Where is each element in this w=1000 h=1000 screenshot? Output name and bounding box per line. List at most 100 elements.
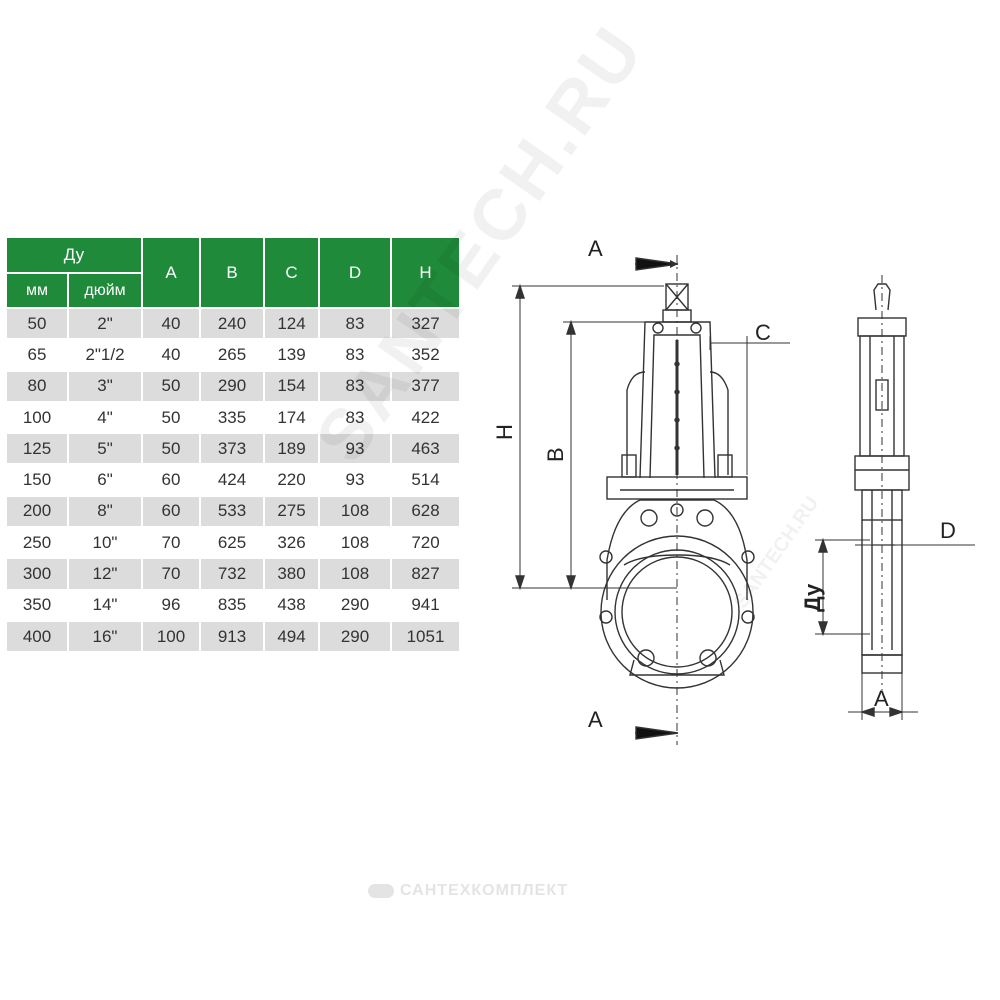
footer-logo: САНТЕХКОМПЛЕКТ <box>368 882 568 900</box>
label-d: D <box>940 518 956 543</box>
table-cell: 628 <box>392 496 459 529</box>
table-cell: 1051 <box>392 621 459 654</box>
footer-brand-text: САНТЕХКОМПЛЕКТ <box>400 882 569 899</box>
label-du: Ду <box>800 583 825 612</box>
label-section-bottom: A <box>588 707 603 732</box>
label-a: A <box>874 686 889 711</box>
table-cell: 732 <box>201 559 263 591</box>
table-cell: 60 <box>143 496 199 529</box>
table-cell: 275 <box>265 496 318 529</box>
table-cell: 108 <box>320 559 390 591</box>
table-cell: 720 <box>392 528 459 560</box>
table-cell: 422 <box>392 402 459 435</box>
header-h: H <box>392 238 459 309</box>
table-cell: 83 <box>320 340 390 372</box>
table-cell: 124 <box>265 309 318 341</box>
label-h: H <box>492 424 517 440</box>
table-cell: 108 <box>320 496 390 529</box>
table-cell: 2"1/2 <box>69 340 141 372</box>
table-cell: 96 <box>143 590 199 622</box>
table-cell: 40 <box>143 340 199 372</box>
table-cell: 65 <box>7 340 67 372</box>
header-mm: мм <box>7 274 67 309</box>
table-cell: 377 <box>392 371 459 403</box>
valve-drawing: A A H B C D Ду A <box>492 236 975 745</box>
table-cell: 200 <box>7 496 67 529</box>
table-cell: 4" <box>69 402 141 435</box>
label-b: B <box>543 447 568 462</box>
table-cell: 174 <box>265 402 318 435</box>
table-cell: 300 <box>7 559 67 591</box>
table-cell: 290 <box>320 590 390 622</box>
table-cell: 290 <box>320 621 390 654</box>
table-cell: 16" <box>69 621 141 654</box>
table-cell: 93 <box>320 465 390 497</box>
table-cell: 913 <box>201 621 263 654</box>
table-cell: 83 <box>320 371 390 403</box>
header-b: B <box>201 238 263 309</box>
table-cell: 150 <box>7 465 67 497</box>
table-cell: 941 <box>392 590 459 622</box>
label-c: C <box>755 320 771 345</box>
table-cell: 533 <box>201 496 263 529</box>
brand-logo-icon <box>368 884 394 898</box>
table-cell: 14" <box>69 590 141 622</box>
table-cell: 290 <box>201 371 263 403</box>
table-cell: 2" <box>69 309 141 341</box>
table-cell: 189 <box>265 434 318 466</box>
table-cell: 80 <box>7 371 67 403</box>
table-cell: 327 <box>392 309 459 341</box>
table-cell: 139 <box>265 340 318 372</box>
table-cell: 70 <box>143 559 199 591</box>
table-cell: 250 <box>7 528 67 560</box>
table-cell: 240 <box>201 309 263 341</box>
table-cell: 352 <box>392 340 459 372</box>
table-cell: 50 <box>7 309 67 341</box>
table-cell: 220 <box>265 465 318 497</box>
table-cell: 154 <box>265 371 318 403</box>
header-du: Ду <box>7 238 141 274</box>
table-cell: 100 <box>7 402 67 435</box>
table-cell: 350 <box>7 590 67 622</box>
table-cell: 70 <box>143 528 199 560</box>
table-cell: 835 <box>201 590 263 622</box>
table-cell: 827 <box>392 559 459 591</box>
table-cell: 6" <box>69 465 141 497</box>
table-cell: 93 <box>320 434 390 466</box>
table-cell: 380 <box>265 559 318 591</box>
table-cell: 424 <box>201 465 263 497</box>
front-view <box>512 255 790 745</box>
table-cell: 83 <box>320 309 390 341</box>
table-cell: 60 <box>143 465 199 497</box>
table-cell: 3" <box>69 371 141 403</box>
table-cell: 625 <box>201 528 263 560</box>
table-cell: 400 <box>7 621 67 654</box>
table-cell: 373 <box>201 434 263 466</box>
table-cell: 463 <box>392 434 459 466</box>
table-cell: 494 <box>265 621 318 654</box>
table-cell: 438 <box>265 590 318 622</box>
table-cell: 125 <box>7 434 67 466</box>
table-cell: 40 <box>143 309 199 341</box>
table-cell: 5" <box>69 434 141 466</box>
table-cell: 50 <box>143 434 199 466</box>
table-cell: 100 <box>143 621 199 654</box>
header-d: D <box>320 238 390 309</box>
table-cell: 50 <box>143 402 199 435</box>
table-cell: 8" <box>69 496 141 529</box>
header-a: A <box>143 238 199 309</box>
table-cell: 514 <box>392 465 459 497</box>
